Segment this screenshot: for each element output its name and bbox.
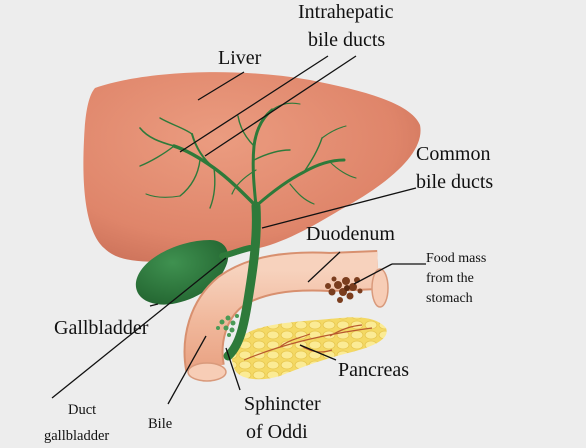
label-liver: Liver	[218, 47, 262, 69]
label-intrahepatic-line2: bile ducts	[308, 29, 385, 51]
label-duodenum: Duodenum	[306, 223, 395, 245]
gallbladder-shape	[135, 240, 229, 305]
label-food-line1: Food mass	[426, 251, 486, 266]
label-duct-line2: gallbladder	[44, 428, 109, 444]
label-pancreas: Pancreas	[338, 359, 409, 381]
label-common-line2: bile ducts	[416, 171, 493, 193]
food-mass	[325, 276, 363, 303]
label-sphincter-line2: of Oddi	[246, 421, 308, 443]
label-food-line3: stomach	[426, 291, 473, 306]
bile-duct-tree	[139, 102, 357, 361]
label-gallbladder: Gallbladder	[54, 317, 149, 339]
label-common-line1: Common	[416, 143, 490, 165]
label-intrahepatic-line1: Intrahepatic	[298, 1, 394, 23]
pointer-lines	[51, 55, 426, 405]
bile-droplets	[216, 314, 239, 337]
label-sphincter-line1: Sphincter	[244, 393, 321, 415]
label-bile: Bile	[148, 416, 172, 432]
label-food-line2: from the	[426, 271, 474, 286]
label-duct-line1: Duct	[68, 402, 96, 418]
